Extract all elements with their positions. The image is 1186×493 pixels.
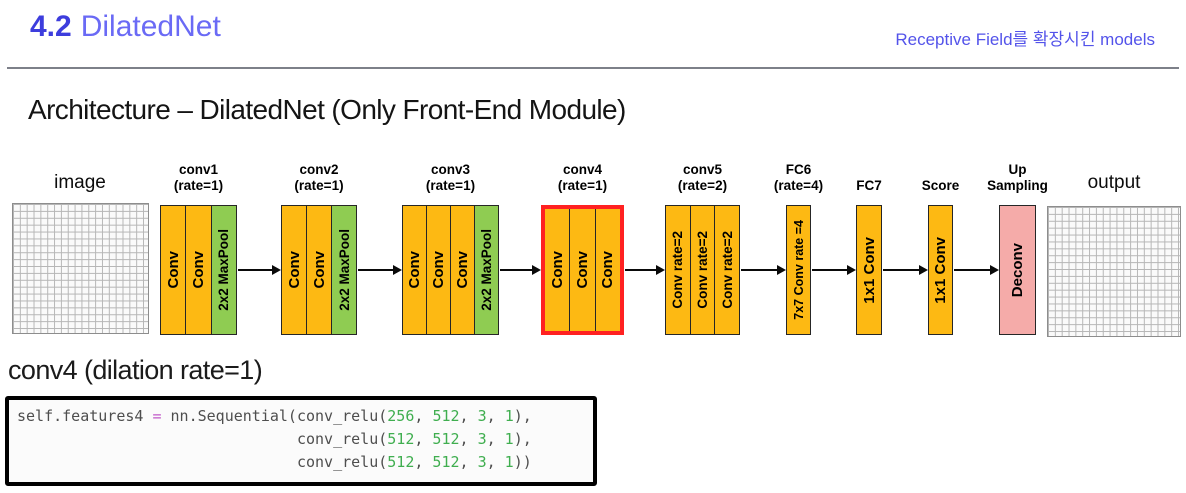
code-line: self.features4 = nn.Sequential(conv_relu… (17, 407, 532, 425)
bar-conv: Conv (282, 206, 306, 334)
bar-conv: Conv (545, 209, 570, 331)
bar-pool: 2x2 MaxPool (210, 206, 236, 334)
section-title: DilatedNet (80, 10, 221, 43)
block-fc7: 1x1 Conv (856, 205, 882, 335)
bar-conv: Conv (569, 209, 595, 331)
code-line: conv_relu(512, 512, 3, 1)) (17, 453, 532, 471)
bar-conv: 1x1 Conv (857, 206, 881, 334)
flow-arrow (625, 265, 665, 275)
block-upsampling: Deconv (999, 205, 1036, 335)
flow-arrow (500, 265, 541, 275)
flow-arrow (954, 265, 999, 275)
block-label-conv5: conv5(rate=2) (677, 162, 728, 193)
code-block: self.features4 = nn.Sequential(conv_relu… (5, 396, 597, 486)
block-label-score: Score (921, 178, 960, 193)
bar-pool: 2x2 MaxPool (474, 206, 498, 334)
bar-conv: Conv rate=2 (689, 206, 715, 334)
header-divider (7, 67, 1179, 69)
flow-arrow (741, 265, 786, 275)
block-label-conv3: conv3(rate=1) (425, 162, 476, 193)
output-image-grid (1047, 206, 1181, 337)
bar-conv: 7x7 Conv rate =4 (787, 206, 810, 334)
bar-conv: Conv (426, 206, 450, 334)
block-label-fc7: FC7 (856, 178, 882, 193)
flow-arrow (812, 265, 856, 275)
bar-conv: Conv rate=2 (714, 206, 740, 334)
block-label-fc6: FC6(rate=4) (773, 162, 824, 193)
block-score: 1x1 Conv (928, 205, 953, 335)
bar-conv: Conv (450, 206, 474, 334)
input-image-grid (12, 203, 149, 334)
section-number: 4.2 (30, 10, 72, 43)
bar-conv: Conv (306, 206, 331, 334)
image-label: image (54, 172, 106, 193)
code-line: conv_relu(512, 512, 3, 1), (17, 430, 532, 448)
block-label-conv2: conv2(rate=1) (294, 162, 344, 193)
slide-subtitle: Receptive Field를 확장시킨 models (895, 30, 1155, 49)
block-label-conv4: conv4(rate=1) (557, 162, 608, 193)
bar-deconv: Deconv (1000, 206, 1035, 334)
block-fc6: 7x7 Conv rate =4 (786, 205, 811, 335)
bar-conv: 1x1 Conv (929, 206, 952, 334)
bar-conv: Conv (594, 209, 620, 331)
block-label-conv1: conv1(rate=1) (173, 162, 224, 193)
flow-arrow (358, 265, 402, 275)
bar-conv: Conv rate=2 (666, 206, 690, 334)
bar-conv: Conv (185, 206, 211, 334)
flow-arrow (238, 265, 281, 275)
code-heading: conv4 (dilation rate=1) (8, 355, 263, 385)
architecture-heading: Architecture – DilatedNet (Only Front-En… (28, 94, 626, 125)
bar-conv: Conv (161, 206, 186, 334)
bar-pool: 2x2 MaxPool (331, 206, 356, 334)
bar-conv: Conv (403, 206, 426, 334)
flow-arrow (883, 265, 928, 275)
output-label: output (1087, 172, 1141, 193)
